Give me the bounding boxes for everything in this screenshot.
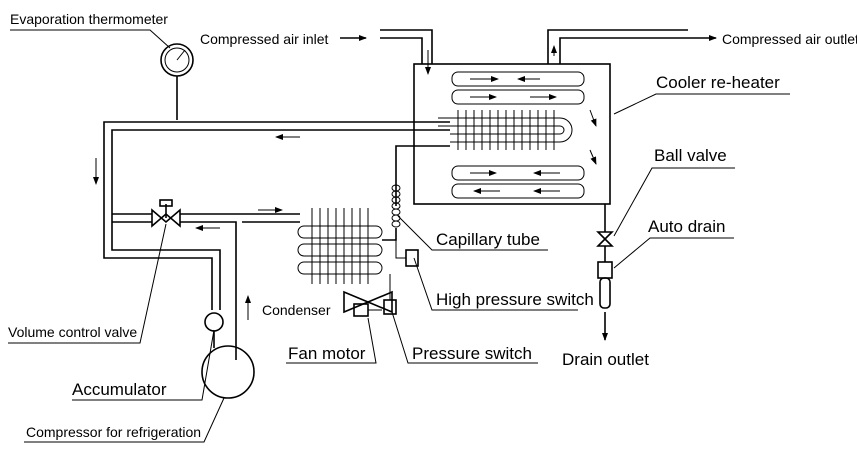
fan-motor-label: Fan motor bbox=[288, 344, 366, 363]
fan-motor-icon bbox=[343, 290, 393, 317]
cooler-reheater-leader bbox=[613, 93, 790, 115]
capillary-tube-icon bbox=[382, 184, 401, 241]
evaporation-thermometer-icon bbox=[160, 43, 194, 120]
high-pressure-switch-icon bbox=[395, 240, 419, 267]
volume-control-valve-label: Volume control valve bbox=[8, 324, 137, 340]
drain-outlet-label: Drain outlet bbox=[562, 350, 649, 369]
evaporator-fins bbox=[457, 110, 555, 150]
high-pressure-switch-leader bbox=[413, 257, 578, 311]
pressure-switch-label: Pressure switch bbox=[412, 344, 532, 363]
condenser-icon bbox=[297, 208, 383, 284]
ball-valve-leader bbox=[613, 167, 735, 237]
accumulator-icon bbox=[204, 312, 224, 332]
cooler-reheater-unit bbox=[380, 29, 688, 205]
volume-control-valve-leader bbox=[8, 223, 167, 344]
auto-drain-leader bbox=[613, 237, 734, 269]
pressure-switch-leader bbox=[391, 311, 538, 364]
high-pressure-switch-label: High pressure switch bbox=[436, 290, 594, 309]
refrigerant-piping bbox=[93, 121, 450, 360]
ball-valve-icon bbox=[596, 204, 614, 262]
compressor-leader bbox=[24, 397, 225, 443]
compressor-label: Compressor for refrigeration bbox=[26, 424, 201, 440]
volume-control-valve-icon bbox=[151, 199, 181, 228]
auto-drain-icon bbox=[597, 261, 613, 309]
accumulator-label: Accumulator bbox=[72, 380, 167, 399]
evaporation-thermometer-leader bbox=[10, 29, 171, 49]
condenser-label: Condenser bbox=[262, 302, 331, 318]
capillary-tube-label: Capillary tube bbox=[436, 230, 540, 249]
evaporation-thermometer-label: Evaporation thermometer bbox=[10, 11, 168, 27]
fan-motor-leader bbox=[286, 317, 377, 364]
ball-valve-label: Ball valve bbox=[654, 146, 727, 165]
cooler-reheater-label: Cooler re-heater bbox=[656, 73, 780, 92]
capillary-tube-leader bbox=[397, 215, 548, 251]
compressed-air-outlet-label: Compressed air outlet bbox=[722, 31, 857, 47]
pressure-switch-icon bbox=[383, 274, 397, 315]
auto-drain-label: Auto drain bbox=[648, 217, 726, 236]
compressor-icon bbox=[201, 331, 255, 399]
compressed-air-inlet-label: Compressed air inlet bbox=[200, 31, 328, 47]
